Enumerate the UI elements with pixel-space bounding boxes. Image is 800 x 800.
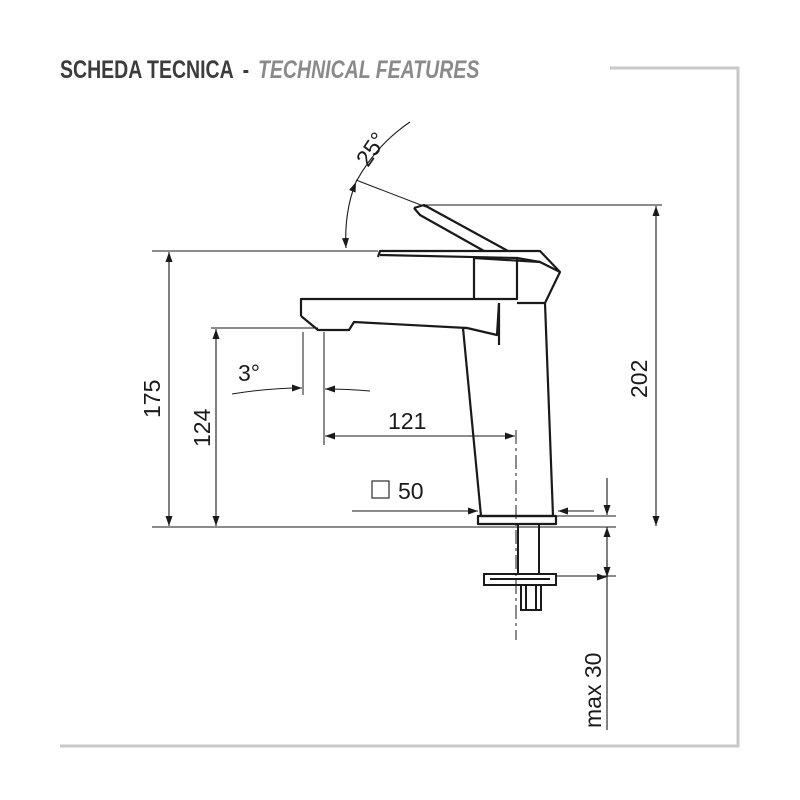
label-height-spout: 124	[189, 408, 215, 447]
dim-line-3deg	[231, 384, 303, 395]
dim-arc-25deg	[341, 181, 357, 249]
faucet-body	[299, 203, 562, 526]
dimension-lines	[165, 121, 660, 730]
sheet-header: SCHEDA TECNICA - TECHNICAL FEATURES	[60, 52, 610, 88]
label-base-square: 50	[398, 478, 424, 504]
label-spout-angle: 3°	[238, 360, 260, 386]
label-reach: 121	[388, 408, 426, 434]
label-counter-thickness: max 30	[580, 653, 606, 728]
header-title-it: SCHEDA TECNICA	[60, 55, 234, 84]
square-symbol-icon	[371, 480, 390, 499]
mounting-assembly	[483, 524, 557, 611]
label-height-total: 202	[626, 360, 652, 398]
label-lever-angle: 25°	[351, 127, 392, 170]
label-height-top: 175	[139, 380, 165, 418]
header-title-en: TECHNICAL FEATURES	[257, 55, 480, 84]
extension-lines	[152, 179, 662, 577]
header-separator: -	[242, 55, 250, 84]
